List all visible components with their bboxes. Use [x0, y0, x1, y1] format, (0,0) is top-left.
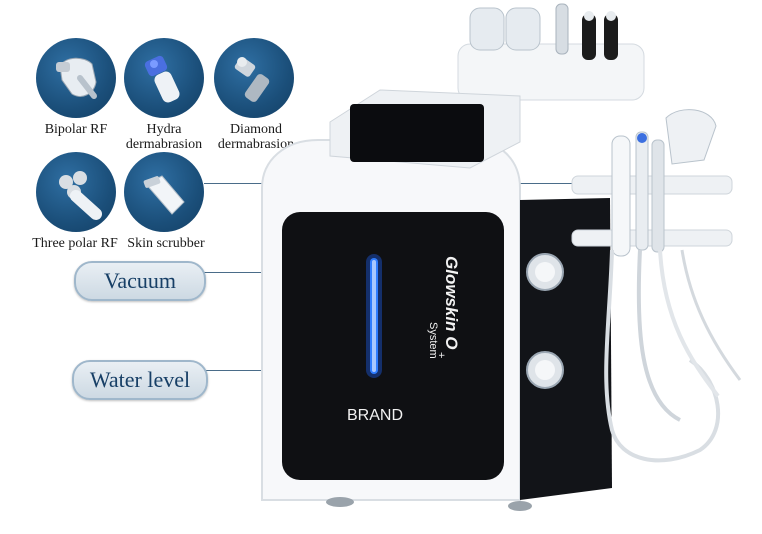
accessory-caption: Bipolar RF — [44, 122, 108, 137]
accessory-caption: Skin scrubber — [127, 236, 205, 251]
accessory-caption: Diamond dermabrasion — [198, 122, 314, 152]
hydra-dermabrasion-tip-icon — [124, 38, 204, 118]
accessory-caption-line: Diamond dermabrasion — [217, 122, 295, 152]
diamond-dermabrasion-tip-icon — [214, 38, 294, 118]
skin-scrubber-icon — [124, 152, 204, 232]
bipolar-rf-handpiece-icon — [36, 38, 116, 118]
accessory-caption: Three polar RF — [32, 236, 118, 251]
brand-subtitle: System — [427, 322, 439, 359]
accessory-caption: Hydra dermabrasion — [114, 122, 214, 152]
accessory-caption-line: Hydra dermabrasion — [125, 122, 203, 152]
vacuum-callout: Vacuum — [74, 261, 206, 301]
brand-script: Glowskin O — [442, 256, 461, 350]
water-level-callout: Water level — [72, 360, 208, 400]
three-polar-rf-handpiece-icon — [36, 152, 116, 232]
brand-superscript: + — [435, 352, 447, 358]
front-brand-label: BRAND — [347, 407, 403, 424]
